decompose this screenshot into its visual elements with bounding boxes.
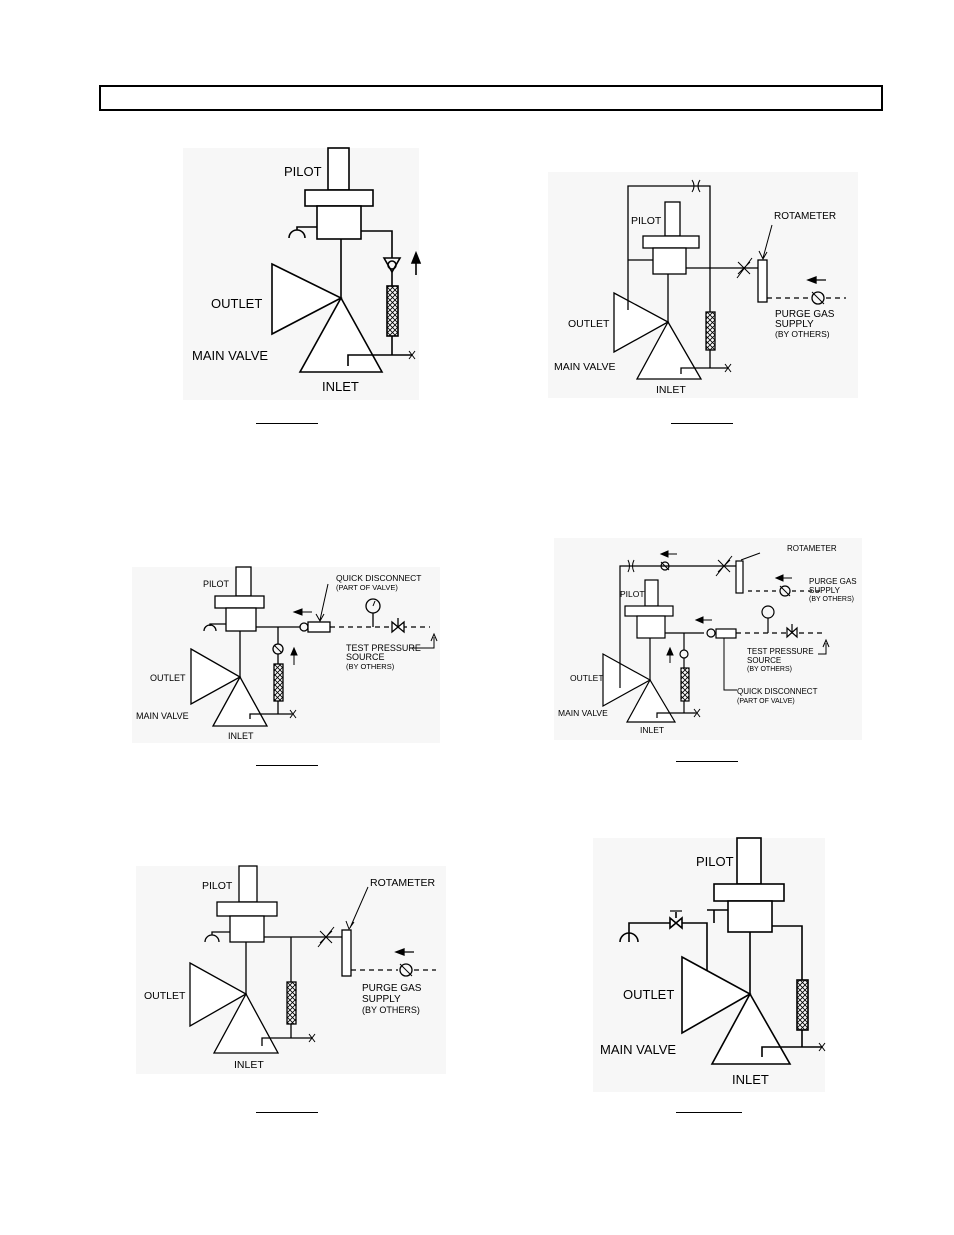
pilot-body bbox=[304, 189, 374, 207]
figure-5 bbox=[189, 865, 436, 1054]
fig2-purge-label-3: (BY OTHERS) bbox=[775, 329, 830, 339]
fig6-main-valve-label: MAIN VALVE bbox=[600, 1042, 676, 1057]
figure-2-caption-rule bbox=[671, 423, 733, 424]
fig4-rotameter-label: ROTAMETER bbox=[787, 544, 837, 553]
fig5-pilot-label: PILOT bbox=[202, 880, 233, 892]
fig5-purge-label-2: SUPPLY bbox=[362, 994, 401, 1005]
fig5-purge-label-1: PURGE GAS bbox=[362, 983, 422, 994]
fig1-inlet-label: INLET bbox=[322, 379, 359, 394]
fig3-tps-label-1: TEST PRESSURE bbox=[346, 643, 421, 653]
fig4-inlet-label: INLET bbox=[640, 725, 664, 735]
fig2-purge-label-2: SUPPLY bbox=[775, 319, 814, 330]
main-valve-outlet bbox=[271, 262, 343, 336]
check-valve-icon bbox=[382, 257, 402, 274]
panel-fig-4 bbox=[554, 538, 862, 740]
main-valve-inlet bbox=[298, 296, 384, 373]
fig3-tps-label-2: SOURCE bbox=[346, 652, 385, 662]
fig4-main-valve-label: MAIN VALVE bbox=[558, 708, 608, 718]
test-plug-icon bbox=[408, 350, 416, 360]
pilot-stem bbox=[327, 147, 350, 191]
fig4-tps-label-1: TEST PRESSURE bbox=[747, 647, 814, 656]
fig6-outlet-label: OUTLET bbox=[623, 987, 674, 1002]
fig4-qd-label-2: (PART OF VALVE) bbox=[737, 698, 795, 705]
fig2-rotameter-label: ROTAMETER bbox=[774, 211, 836, 222]
fig4-outlet-label: OUTLET bbox=[570, 673, 604, 683]
panel-fig-1 bbox=[183, 148, 419, 400]
panel-fig-2 bbox=[548, 172, 858, 398]
fig3-tps-label-3: (BY OTHERS) bbox=[346, 662, 395, 671]
fig5-inlet-label: INLET bbox=[234, 1059, 264, 1071]
fig4-pilot-label: PILOT bbox=[620, 589, 645, 599]
fig1-main-valve-label: MAIN VALVE bbox=[192, 348, 268, 363]
fig3-pilot-label: PILOT bbox=[203, 579, 230, 589]
fig5-purge-label-3: (BY OTHERS) bbox=[362, 1005, 420, 1015]
figure-6 bbox=[619, 837, 826, 1065]
fig5-outlet-label: OUTLET bbox=[144, 990, 186, 1002]
fig3-outlet-label: OUTLET bbox=[150, 673, 186, 683]
fig2-purge-label-1: PURGE GAS bbox=[775, 309, 835, 320]
fig4-qd-label-1: QUICK DISCONNECT bbox=[737, 687, 818, 696]
fig4-purge-label-1: PURGE GAS bbox=[809, 577, 857, 586]
fig3-main-valve-label: MAIN VALVE bbox=[136, 711, 189, 721]
fig6-inlet-label: INLET bbox=[732, 1072, 769, 1087]
fig2-main-valve-label: MAIN VALVE bbox=[554, 361, 615, 373]
fig4-tps-label-3: (BY OTHERS) bbox=[747, 666, 792, 673]
pilot-base bbox=[316, 205, 362, 240]
fig3-inlet-label: INLET bbox=[228, 731, 254, 741]
figure-5-caption-rule bbox=[256, 1112, 318, 1113]
figure-6-caption-rule bbox=[676, 1112, 742, 1113]
fig1-outlet-label: OUTLET bbox=[211, 296, 262, 311]
fig2-outlet-label: OUTLET bbox=[568, 318, 610, 330]
filter-icon bbox=[386, 285, 399, 337]
fig3-qd-label-2: (PART OF VALVE) bbox=[336, 583, 398, 592]
figure-2 bbox=[613, 179, 846, 380]
figure-1 bbox=[271, 147, 422, 373]
fig4-tps-label-2: SOURCE bbox=[747, 656, 781, 665]
figure-3 bbox=[190, 566, 438, 727]
vent-icon bbox=[288, 226, 317, 239]
figure-1-caption-rule bbox=[256, 423, 318, 424]
panel-fig-6 bbox=[593, 838, 825, 1092]
header-box bbox=[99, 85, 883, 111]
fig4-purge-label-2: SUPPLY bbox=[809, 586, 841, 595]
fig4-purge-label-3: (BY OTHERS) bbox=[809, 596, 854, 603]
flow-arrow-icon bbox=[410, 250, 422, 275]
fig5-rotameter-label: ROTAMETER bbox=[370, 877, 436, 889]
figure-3-caption-rule bbox=[256, 765, 318, 766]
fig6-pilot-label: PILOT bbox=[696, 854, 734, 869]
figure-4-caption-rule bbox=[676, 761, 738, 762]
fig2-inlet-label: INLET bbox=[656, 384, 686, 396]
fig2-pilot-label: PILOT bbox=[631, 215, 662, 227]
figure-4 bbox=[602, 550, 830, 723]
fig1-pilot-label: PILOT bbox=[284, 164, 322, 179]
fig3-qd-label-1: QUICK DISCONNECT bbox=[336, 573, 421, 583]
